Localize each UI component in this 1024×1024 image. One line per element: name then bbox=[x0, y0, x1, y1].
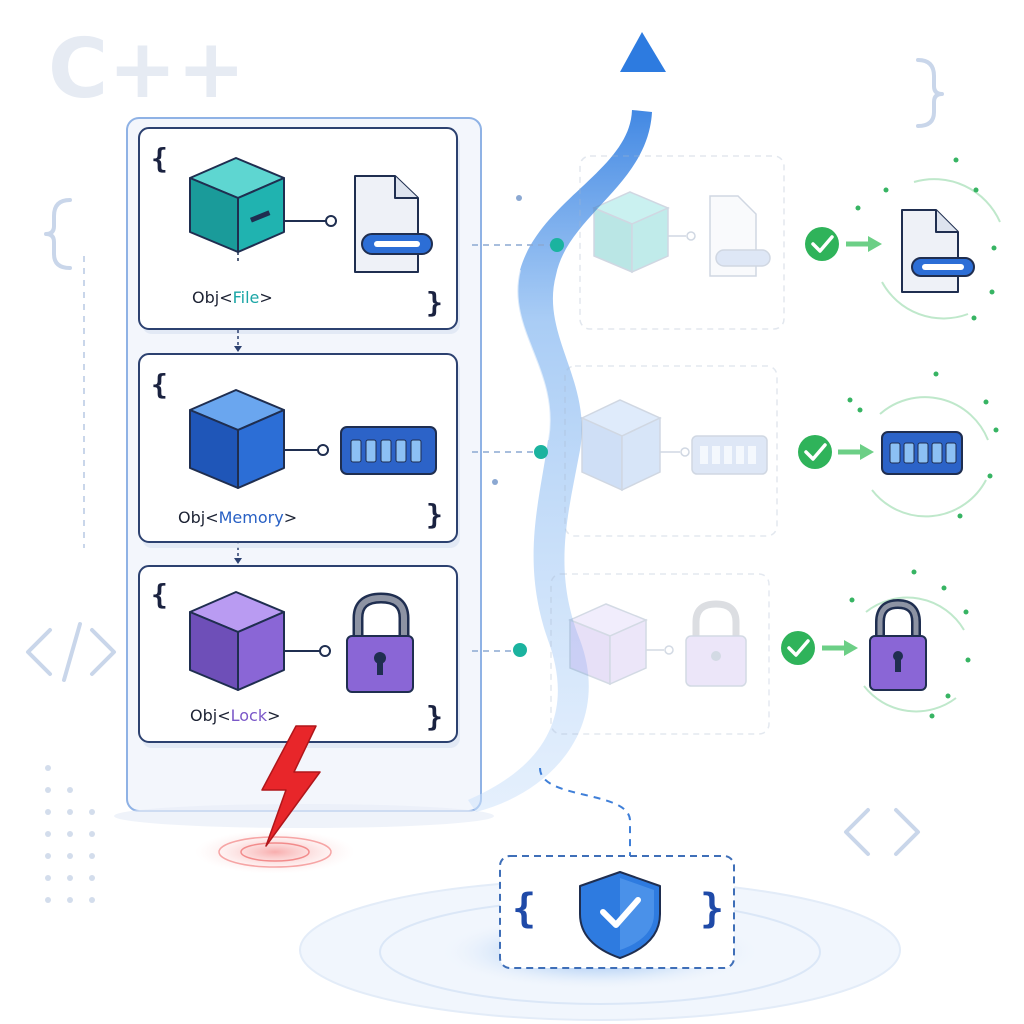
released-memory-resource bbox=[798, 371, 999, 519]
memory-chip-icon bbox=[340, 426, 437, 475]
label-type: File bbox=[232, 288, 260, 307]
unwind-node bbox=[550, 238, 564, 252]
close-brace: } bbox=[426, 286, 443, 319]
scope-open-brace: { bbox=[512, 886, 537, 932]
brace-glyph-icon bbox=[44, 198, 72, 270]
label-suffix: > bbox=[267, 706, 281, 725]
close-brace: } bbox=[426, 700, 443, 733]
lock-object-cube-icon bbox=[189, 591, 285, 691]
stack-object-card-lock bbox=[138, 565, 460, 748]
label-prefix: Obj< bbox=[178, 508, 219, 527]
unwind-node bbox=[534, 445, 548, 459]
label-type: Memory bbox=[218, 508, 284, 527]
released-object-ghost-lock bbox=[550, 573, 770, 735]
file-icon bbox=[354, 175, 433, 273]
file-object-cube-icon bbox=[189, 157, 285, 253]
object-label-memory: Obj<Memory> bbox=[178, 508, 297, 527]
code-tag-icon bbox=[26, 622, 116, 682]
close-brace: } bbox=[426, 498, 443, 531]
decorative-code-glyphs bbox=[26, 58, 944, 856]
memory-object-cube-icon bbox=[189, 389, 285, 489]
label-prefix: Obj< bbox=[190, 706, 231, 725]
open-brace: { bbox=[151, 142, 168, 175]
file-icon bbox=[901, 209, 975, 293]
stack-unwinding-flow bbox=[468, 110, 652, 812]
scope-close-brace: } bbox=[700, 886, 725, 932]
released-lock-resource bbox=[781, 569, 971, 719]
released-object-ghost-file bbox=[579, 155, 785, 330]
label-suffix: > bbox=[259, 288, 273, 307]
flow-arrow-head-icon bbox=[620, 32, 666, 72]
unwind-node bbox=[513, 643, 527, 657]
label-type: Lock bbox=[230, 706, 268, 725]
padlock-icon bbox=[346, 592, 414, 693]
brace-glyph-icon bbox=[916, 58, 944, 128]
cpp-watermark: C++ bbox=[48, 22, 246, 117]
success-check-icon bbox=[811, 235, 834, 253]
exception-lightning-icon bbox=[261, 725, 321, 847]
released-file-resource bbox=[805, 157, 1001, 321]
memory-chip-icon bbox=[881, 431, 963, 475]
object-label-lock: Obj<Lock> bbox=[190, 706, 281, 725]
dot-grid bbox=[45, 765, 95, 903]
stack-object-card-memory bbox=[138, 353, 460, 548]
open-brace: { bbox=[151, 368, 168, 401]
stack-object-card-file bbox=[138, 127, 460, 334]
padlock-icon bbox=[869, 598, 927, 691]
shield-check-icon bbox=[579, 871, 661, 959]
angle-brackets-icon bbox=[844, 808, 920, 856]
open-brace: { bbox=[151, 578, 168, 611]
label-suffix: > bbox=[283, 508, 298, 527]
success-check-icon bbox=[787, 639, 810, 657]
scope-guard bbox=[499, 855, 735, 969]
object-label-file: Obj<File> bbox=[192, 288, 273, 307]
success-check-icon bbox=[804, 443, 827, 461]
released-object-ghost-memory bbox=[564, 365, 778, 537]
label-prefix: Obj< bbox=[192, 288, 233, 307]
